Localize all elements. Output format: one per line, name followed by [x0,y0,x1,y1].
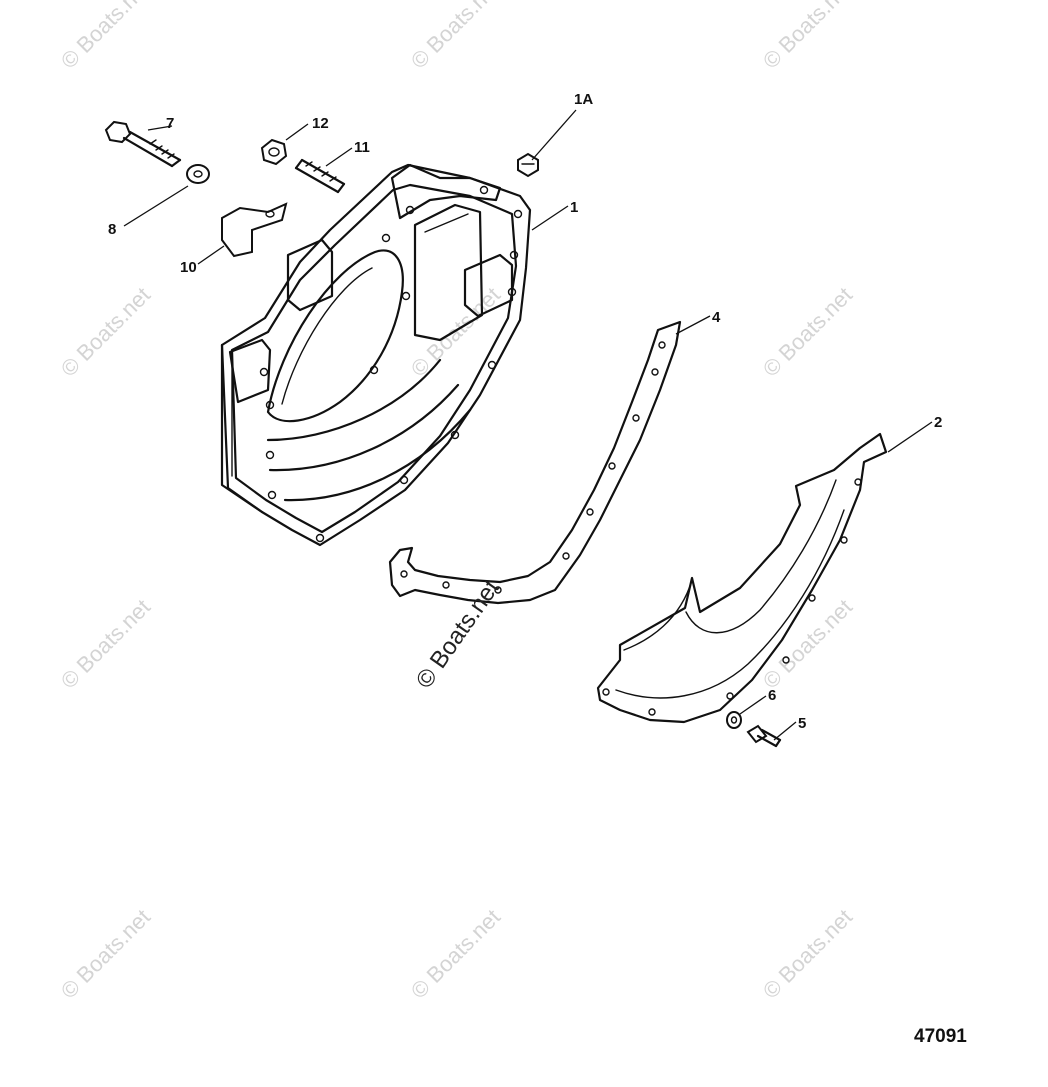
watermark: © Boats.net [56,594,155,693]
stud-part-11 [294,158,346,194]
figure-number: 47091 [914,1026,967,1047]
callout-2: 2 [934,414,942,431]
callout-5: 5 [798,715,806,732]
watermark: © Boats.net [758,594,857,693]
watermark: © Boats.net [406,0,505,74]
screw-part-5 [746,724,782,748]
watermark: © Boats.net [758,904,857,1003]
bolt-part-7 [104,120,182,168]
flywheel-housing-part-1 [220,163,532,547]
callout-4: 4 [712,309,721,326]
watermark: © Boats.net [758,0,857,74]
watermark: © Boats.net [56,282,155,381]
cover-plate-part-2 [596,432,888,724]
watermark-layer: © Boats.net © Boats.net © Boats.net © Bo… [56,0,857,1004]
callout-labels: 7 8 12 11 10 1A 1 4 2 6 5 [108,91,942,732]
callout-12: 12 [312,115,329,132]
callout-6: 6 [768,687,776,704]
watermark: © Boats.net [758,282,857,381]
callout-7: 7 [166,115,174,132]
watermark: © Boats.net [406,904,505,1003]
leader-lines [123,109,933,741]
nut-part-12 [260,138,288,166]
callout-10: 10 [180,259,197,276]
washer-part-6 [726,711,742,729]
washer-part-8 [186,164,210,184]
callout-11: 11 [354,139,370,156]
watermark: © Boats.net [56,0,155,74]
callout-1: 1 [570,199,578,216]
callout-1a: 1A [574,91,593,108]
callout-8: 8 [108,221,116,238]
gasket-part-4 [388,320,682,605]
clip-part-10 [221,202,288,258]
watermark: © Boats.net [56,904,155,1003]
